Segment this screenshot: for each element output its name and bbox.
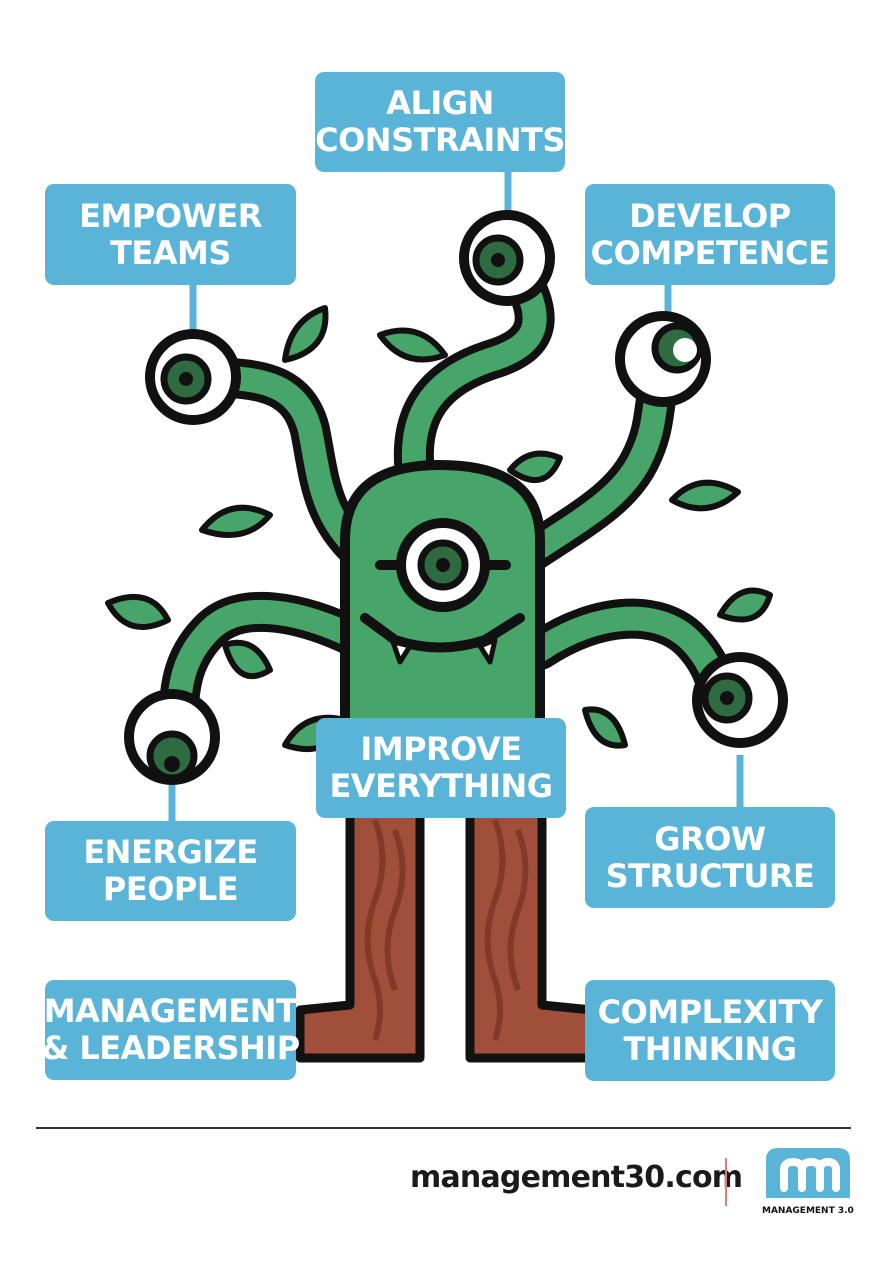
label-energize-people-line2: PEOPLE: [102, 870, 239, 908]
label-improve-everything-line2: EVERYTHING: [329, 767, 553, 805]
footer-separator: [725, 1158, 727, 1206]
label-align-constraints-line1: ALIGN: [386, 84, 494, 122]
label-empower-teams-line2: TEAMS: [110, 233, 231, 272]
label-improve-everything-line1: IMPROVE: [360, 730, 522, 768]
label-grow-structure-line2: STRUCTURE: [605, 856, 815, 895]
website-link[interactable]: management30.com: [410, 1160, 743, 1195]
label-complexity-thinking-line2: THINKING: [623, 1029, 797, 1068]
label-energize-people-line1: ENERGIZE: [83, 833, 258, 871]
management30-logo-icon: [766, 1148, 850, 1198]
label-complexity-thinking-line1: COMPLEXITY: [597, 992, 823, 1031]
label-align-constraints-line2: CONSTRAINTS: [315, 121, 565, 159]
label-develop-competence-line2: COMPETENCE: [590, 233, 830, 272]
label-management-leadership-line1: MANAGEMENT: [43, 992, 298, 1030]
tentacle-eyes: [124, 210, 788, 785]
label-grow-structure-line1: GROW: [654, 819, 766, 858]
label-management-leadership: MANAGEMENT& LEADERSHIP: [41, 980, 300, 1080]
monster-body: [340, 459, 545, 795]
brand-name: MANAGEMENT 3.0: [762, 1206, 854, 1216]
label-management-leadership-line2: & LEADERSHIP: [41, 1029, 300, 1067]
label-empower-teams-line1: EMPOWER: [79, 196, 262, 235]
footer-divider: [36, 1127, 851, 1129]
connector-lines: [168, 170, 744, 823]
legs: [295, 795, 597, 1063]
label-develop-competence-line1: DEVELOP: [629, 196, 791, 235]
leg-texture: [364, 818, 529, 1041]
